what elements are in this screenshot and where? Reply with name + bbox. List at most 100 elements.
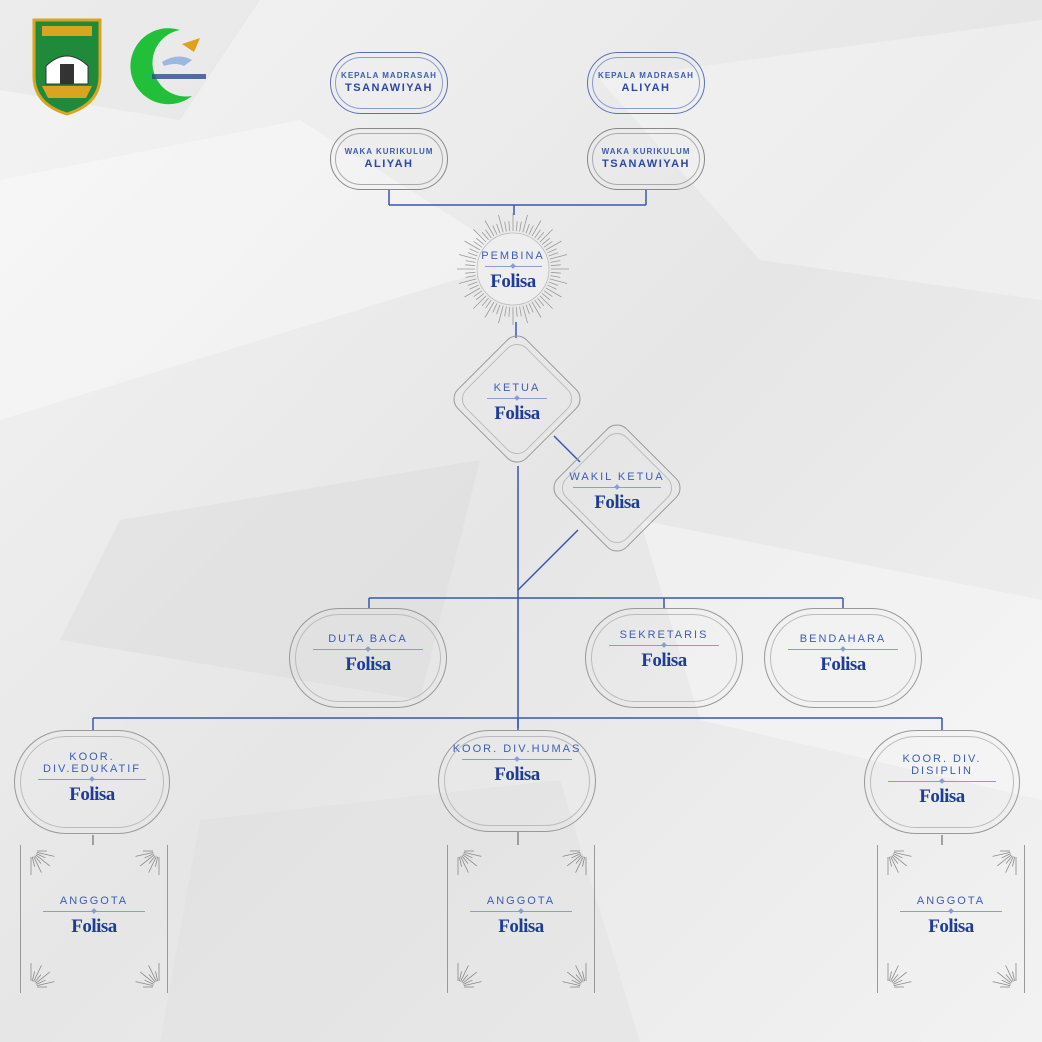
kepala-madrasah-aliyah-card: KEPALA MADRASAH ALIYAH — [587, 52, 705, 114]
koor-role-line1: KOOR. DIV.HUMAS — [452, 743, 582, 755]
sunburst-ray — [550, 264, 561, 267]
ketua-role: KETUA — [493, 382, 541, 394]
divider — [38, 779, 146, 780]
sunburst-ray — [465, 275, 476, 278]
sunburst-ray — [504, 221, 507, 232]
koor-role-line1: KOOR. DIV. — [902, 753, 982, 765]
sunburst-ray — [531, 301, 542, 318]
corner-ray-ornament — [457, 850, 587, 988]
brand-label: Folisa — [820, 654, 866, 675]
brand-label: Folisa — [919, 786, 965, 807]
sunburst-ray — [541, 293, 551, 301]
divider — [313, 649, 423, 650]
sunburst-ray — [539, 229, 553, 243]
waka-kurikulum-tsanawiyah-card: WAKA KURIKULUM TSANAWIYAH — [587, 128, 705, 190]
sunburst-ray — [485, 299, 492, 309]
koor-role-line2: DIV.EDUKATIF — [43, 763, 141, 775]
koor-role-line1: KOOR. — [69, 751, 115, 763]
card-role-line2: TSANAWIYAH — [602, 158, 690, 170]
card-role-line1: KEPALA MADRASAH — [341, 71, 437, 80]
sunburst-ray — [481, 231, 489, 241]
sunburst-ray — [548, 252, 559, 257]
regional-emblem-logo — [30, 16, 104, 116]
sunburst-ray — [492, 225, 498, 235]
sunburst-ray — [547, 284, 557, 290]
sunburst-ray — [528, 303, 534, 313]
sunburst-ray — [537, 297, 545, 307]
community-crescent-logo — [122, 22, 214, 106]
sunburst-ray — [508, 221, 511, 232]
divider — [788, 649, 898, 650]
brand-label: Folisa — [641, 650, 687, 671]
sunburst-ray — [550, 275, 561, 278]
ketua-wakil-connector — [553, 435, 581, 463]
sunburst-ray — [484, 301, 495, 318]
sunburst-ray — [467, 281, 478, 286]
sekretaris-node: SEKRETARIS Folisa — [585, 608, 743, 708]
sunburst-ray — [498, 305, 504, 324]
sunburst-ray — [469, 284, 479, 290]
sunburst-ray — [496, 304, 501, 315]
brand-label: Folisa — [928, 916, 974, 937]
divider — [888, 781, 996, 782]
duta-baca-node: DUTA BACA Folisa — [289, 608, 447, 708]
sunburst-ray — [458, 254, 477, 260]
sunburst-ray — [545, 240, 562, 251]
sunburst-ray — [548, 281, 559, 286]
sunburst-ray — [549, 278, 568, 284]
wakil-trunk-connector — [517, 529, 579, 591]
card-role-line2: ALIYAH — [621, 82, 671, 94]
sunburst-ray — [522, 214, 528, 233]
sunburst-ray — [481, 297, 489, 307]
brand-label: Folisa — [494, 764, 540, 785]
sunburst-ray — [464, 287, 481, 298]
sunburst-ray — [537, 231, 545, 241]
divider — [899, 911, 1003, 912]
brand-label: Folisa — [69, 784, 115, 805]
pembina-node: PEMBINA Folisa — [456, 212, 570, 326]
sunburst-ray — [508, 306, 511, 317]
sunburst-ray — [465, 271, 476, 274]
sunburst-ray — [504, 306, 507, 317]
sunburst-ray — [531, 220, 542, 237]
corner-ray-ornament — [887, 850, 1017, 988]
sunburst-ray — [458, 278, 477, 284]
bendahara-role: BENDAHARA — [799, 633, 887, 645]
sunburst-ray — [545, 287, 562, 298]
card-role-line2: ALIYAH — [364, 158, 414, 170]
sunburst-ray — [473, 229, 487, 243]
sunburst-ray — [485, 229, 492, 239]
divider — [484, 266, 542, 267]
sunburst-ray — [550, 260, 561, 263]
sunburst-ray — [519, 306, 522, 317]
sunburst-ray — [534, 229, 541, 239]
koor-div-edukatif-node: KOOR. DIV.EDUKATIF Folisa — [14, 730, 170, 834]
anggota-role: ANGGOTA — [916, 895, 986, 907]
divider — [42, 911, 146, 912]
waka-kurikulum-aliyah-card: WAKA KURIKULUM ALIYAH — [330, 128, 448, 190]
sunburst-ray — [465, 260, 476, 263]
sunburst-ray — [528, 225, 534, 235]
sunburst-ray — [539, 295, 553, 309]
duta-baca-role: DUTA BACA — [328, 633, 408, 645]
ketua-node: KETUA Folisa — [447, 329, 587, 469]
divider — [572, 487, 662, 488]
sunburst-ray — [469, 248, 479, 254]
brand-label: Folisa — [498, 916, 544, 937]
anggota-humas-node: ANGGOTA Folisa — [447, 845, 595, 993]
sunburst-ray — [475, 293, 485, 301]
brand-label: Folisa — [345, 654, 391, 675]
sunburst-ray — [496, 223, 501, 234]
card-role-line1: KEPALA MADRASAH — [598, 71, 694, 80]
sunburst-ray — [525, 304, 530, 315]
bendahara-node: BENDAHARA Folisa — [764, 608, 922, 708]
koor-div-humas-node: KOOR. DIV.HUMAS Folisa — [438, 730, 596, 832]
sunburst-ray — [525, 223, 530, 234]
anggota-role: ANGGOTA — [486, 895, 556, 907]
sunburst-ray — [522, 305, 528, 324]
sunburst-ray — [549, 254, 568, 260]
sunburst-ray — [547, 248, 557, 254]
sunburst-ray — [473, 241, 483, 248]
sunburst-ray — [541, 237, 551, 245]
